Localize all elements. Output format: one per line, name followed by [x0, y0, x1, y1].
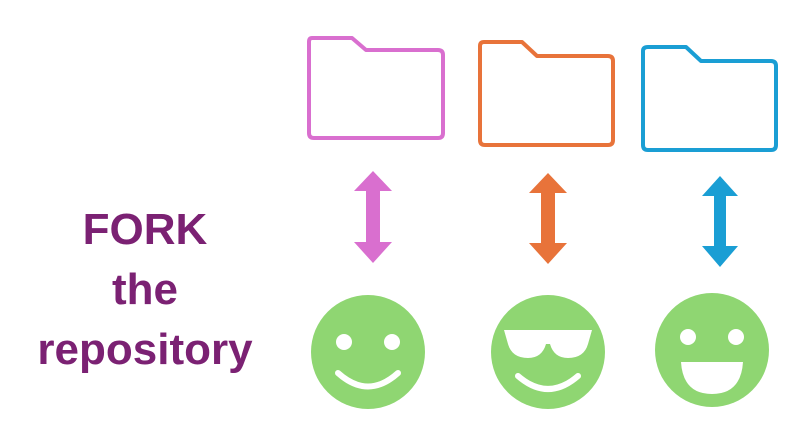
folder-icon — [307, 36, 445, 140]
double-arrow-icon — [529, 173, 567, 264]
caption-line-3: repository — [37, 325, 253, 374]
smile-face-icon — [311, 295, 425, 409]
double-arrow-icon — [702, 176, 738, 267]
grin-face-icon — [655, 293, 769, 407]
caption-line-2: the — [112, 265, 178, 314]
caption-line-1: FORK — [82, 205, 208, 254]
folder-icon — [641, 45, 778, 152]
fork-caption: FORK the repository — [0, 200, 290, 380]
folder-icon — [478, 40, 615, 147]
double-arrow-icon — [354, 171, 392, 263]
sunglasses-face-icon — [491, 295, 605, 409]
